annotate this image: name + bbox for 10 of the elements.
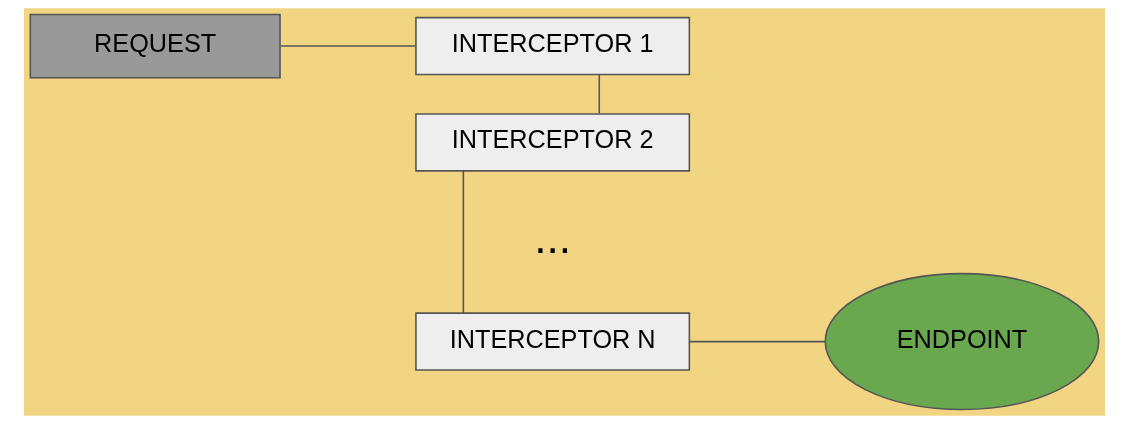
connector	[688, 340, 827, 343]
node-ellipse: ENDPOINT	[824, 272, 1100, 411]
node-box: INTERCEPTOR 2	[415, 113, 691, 172]
node-box: REQUEST	[29, 13, 281, 79]
connector	[598, 74, 601, 115]
connector	[462, 170, 465, 314]
node-box: INTERCEPTOR 1	[415, 16, 691, 76]
node-box: INTERCEPTOR N	[415, 312, 691, 371]
connector	[279, 45, 417, 47]
label: ...	[534, 212, 572, 262]
